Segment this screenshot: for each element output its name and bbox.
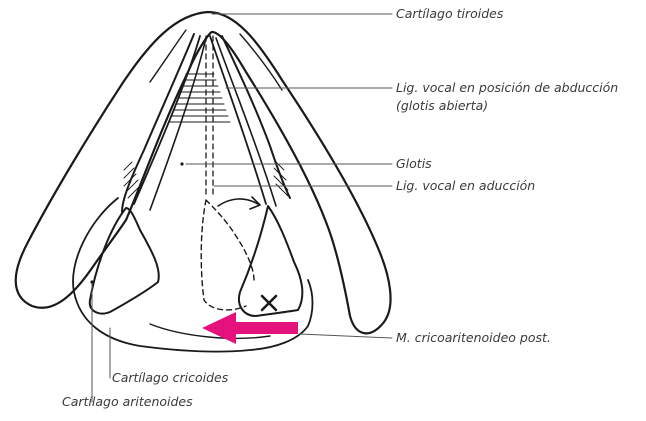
label-m-cricoaritenoideo: M. cricoaritenoideo post. (396, 330, 551, 345)
right-arytenoid-cartilage (239, 206, 302, 316)
label-glotis: Glotis (396, 156, 432, 171)
vocal-ligament-left-abducted-inner (150, 38, 206, 210)
thyroid-cartilage-outline (16, 12, 391, 333)
label-cartilago-aritenoides: Cartílago aritenoides (62, 394, 193, 409)
vocal-ligament-right-abducted (210, 36, 266, 204)
label-lig-vocal-aduccion: Lig. vocal en aducción (396, 178, 535, 193)
label-lig-vocal-abduccion: Lig. vocal en posición de abducción (396, 80, 618, 95)
aritenoid-dot (90, 280, 93, 283)
right-arytenoid-adducted-dashed (201, 200, 254, 310)
insertion-x-mark (262, 296, 276, 310)
hatching-upper (170, 74, 230, 122)
label-cartilago-cricoides: Cartílago cricoides (112, 370, 228, 385)
label-glotis-abierta: (glotis abierta) (396, 98, 488, 113)
glottis-dot (180, 162, 183, 165)
label-cartilago-tiroides: Cartílago tiroides (396, 6, 503, 21)
leader-cricoaritenoideo (300, 334, 392, 338)
muscle-pull-arrow (202, 312, 298, 344)
rotation-arrow (218, 199, 258, 206)
